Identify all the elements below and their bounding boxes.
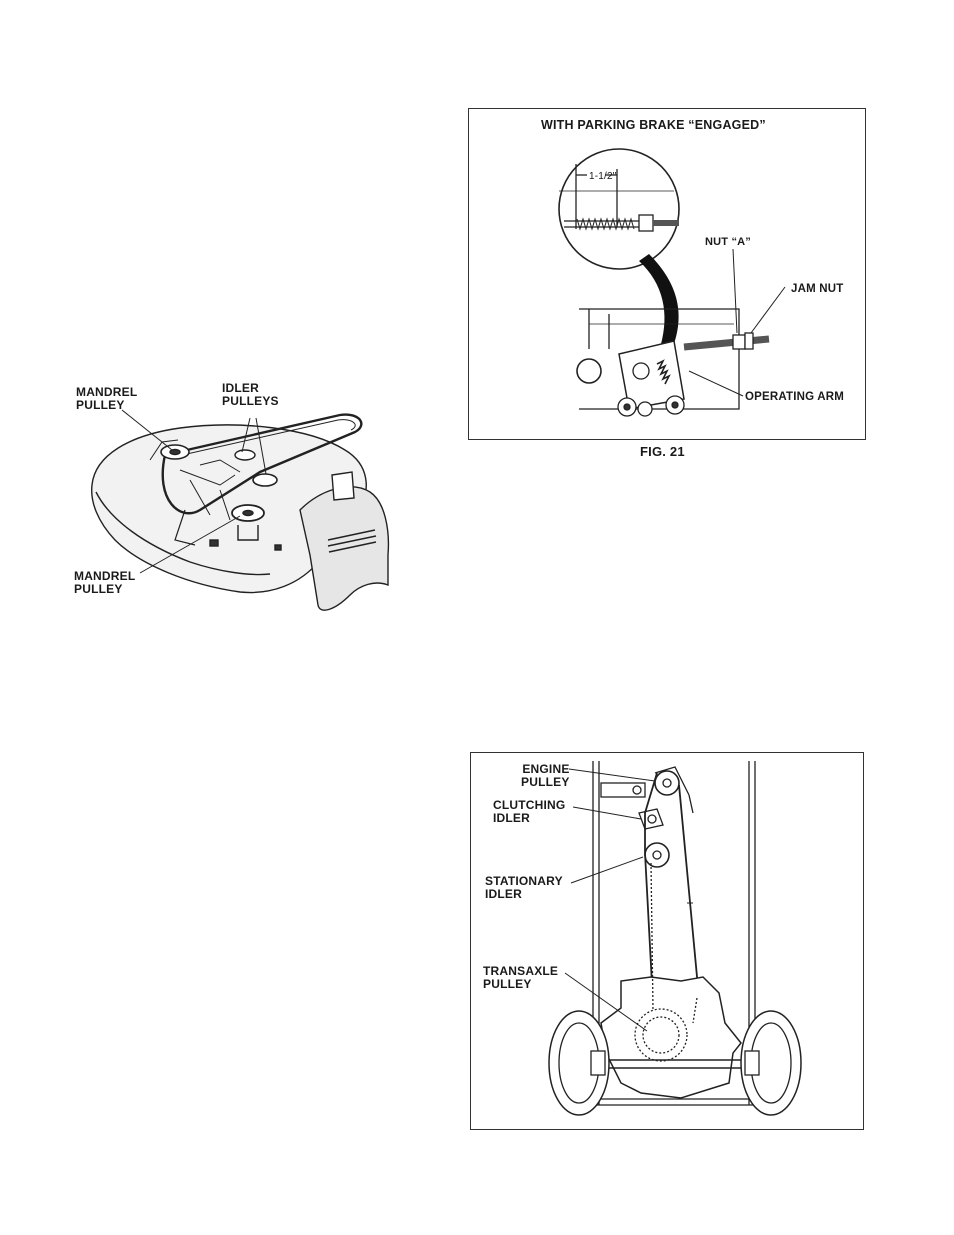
operating-arm-label: OPERATING ARM — [745, 391, 844, 404]
figure-caption: FIG. 21 — [640, 445, 685, 458]
mandrel-pulley-label-bottom-line2: PULLEY — [74, 583, 135, 596]
drive-belt-figure: ENGINE PULLEY CLUTCHING IDLER STATIONARY… — [470, 752, 864, 1130]
mower-deck-belt-diagram: MANDREL PULLEY IDLER PULLEYS MANDREL PUL… — [70, 380, 410, 625]
transaxle-pulley-label-line2: PULLEY — [483, 978, 558, 991]
parking-brake-figure: WITH PARKING BRAKE “ENGAGED” — [468, 108, 866, 440]
clutching-idler-label-line2: IDLER — [493, 812, 565, 825]
nut-a-label: NUT “A” — [705, 236, 751, 249]
stationary-idler-label-line2: IDLER — [485, 888, 563, 901]
parking-brake-illustration — [469, 109, 865, 439]
jam-nut-label: JAM NUT — [791, 283, 844, 296]
mandrel-pulley-label-top-line2: PULLEY — [76, 399, 137, 412]
engine-pulley-label-line2: PULLEY — [521, 776, 570, 789]
dimension-label: 1-1/2" — [589, 170, 617, 183]
idler-pulleys-label-line2: PULLEYS — [222, 395, 279, 408]
